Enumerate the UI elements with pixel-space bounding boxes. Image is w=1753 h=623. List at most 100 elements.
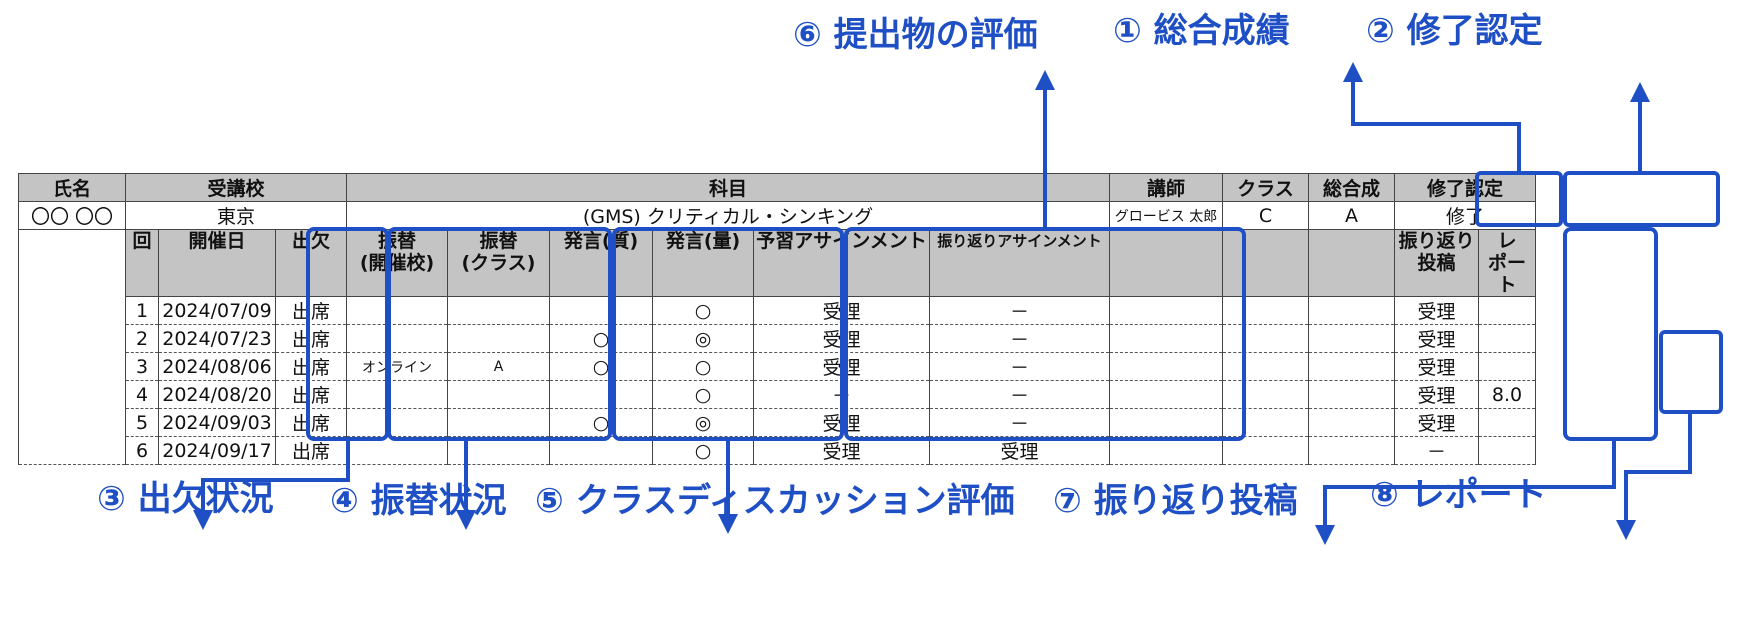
cell-blank [1308,380,1395,409]
cell-remark-quality: ○ [549,352,653,381]
cell-blank [1308,324,1395,353]
cell-blank [1222,296,1309,325]
box-reflection-post [1563,227,1658,441]
table-row: 4 2024/08/20 出席 ○ － － 受理 8.0 [19,380,1536,409]
arrow-report [1616,412,1692,540]
class-value: C [1222,201,1309,230]
cell-remark-quantity: ○ [652,380,754,409]
col-report: レ ポート [1478,229,1536,297]
cell-transfer-class [447,296,550,325]
cell-remark-quality [549,436,653,465]
cell-date: 2024/08/20 [158,380,276,409]
cell-remark-quantity: ○ [652,436,754,465]
cell-transfer-school: オンライン [346,352,448,381]
subject-value: (GMS) クリティカル・シンキング [346,201,1110,230]
cell-remark-quantity: ○ [652,352,754,381]
cell-date: 2024/07/23 [158,324,276,353]
cell-blank [1308,296,1395,325]
cell-report [1478,324,1536,353]
cell-remark-quality [549,296,653,325]
header-subject: 科目 [346,173,1110,202]
cell-reflection-post: 受理 [1394,324,1479,353]
cell-transfer-school [346,380,448,409]
cell-review: － [929,380,1110,409]
cell-blank [1109,296,1223,325]
cell-prep: 受理 [753,324,930,353]
cell-prep: 受理 [753,296,930,325]
info-row: 〇〇 〇〇 東京 (GMS) クリティカル・シンキング グロービス 太郎 C A… [18,201,1536,230]
cell-blank [1222,380,1309,409]
col-date: 開催日 [158,229,276,297]
cell-blank [1308,436,1395,465]
table-row: 6 2024/09/17 出席 ○ 受理 受理 － [19,436,1536,465]
box-report [1659,330,1723,414]
name-spacer [18,229,126,465]
col-remark-quantity: 発言(量) [652,229,754,297]
cell-report: 8.0 [1478,380,1536,409]
col-attendance: 出欠 [275,229,347,297]
cell-review: － [929,408,1110,437]
cell-blank [1109,324,1223,353]
cell-prep: 受理 [753,408,930,437]
cell-blank [1222,408,1309,437]
cell-remark-quality: ○ [549,408,653,437]
column-header-row: 回 開催日 出欠 振替 (開催校) 振替 (クラス) 発言(質) 発言(量) 予… [18,229,1536,465]
table-row: 1 2024/07/09 出席 ○ 受理 － 受理 [19,296,1536,325]
cell-transfer-class [447,436,550,465]
cell-review: － [929,296,1110,325]
cell-prep: 受理 [753,436,930,465]
callout-attendance: ③ 出欠状況 [97,479,274,519]
col-blank-1 [1109,229,1223,297]
cell-remark-quality: ○ [549,324,653,353]
cell-review: － [929,324,1110,353]
table-row: 2 2024/07/23 出席 ○ ◎ 受理 － 受理 [19,324,1536,353]
cell-session: 1 [125,296,159,325]
cell-prep: － [753,380,930,409]
cell-remark-quality [549,380,653,409]
cell-reflection-post: － [1394,436,1479,465]
cell-blank [1222,352,1309,381]
cell-report [1478,408,1536,437]
callout-transfer: ④ 振替状況 [330,481,507,521]
table-row: 3 2024/08/06 出席 オンライン A ○ ○ 受理 － 受理 [19,352,1536,381]
school-value: 東京 [125,201,347,230]
col-transfer-class: 振替 (クラス) [447,229,550,297]
cell-blank [1222,324,1309,353]
header-row: 氏名 受講校 科目 講師 クラス 総合成 修了認定 [18,173,1536,202]
cell-reflection-post: 受理 [1394,352,1479,381]
cell-transfer-school [346,296,448,325]
grade-table: 氏名 受講校 科目 講師 クラス 総合成 修了認定 〇〇 〇〇 東京 (GMS)… [18,173,1536,465]
cell-blank [1308,352,1395,381]
callout-class-discussion: ⑤ クラスディスカッション評価 [535,481,1015,521]
cell-blank [1222,436,1309,465]
col-transfer-school: 振替 (開催校) [346,229,448,297]
cell-remark-quantity: ◎ [652,408,754,437]
cell-report [1478,352,1536,381]
header-completion: 修了認定 [1394,173,1536,202]
box-completion [1563,171,1720,227]
cell-review: 受理 [929,436,1110,465]
cell-remark-quantity: ○ [652,296,754,325]
col-blank-3 [1308,229,1395,297]
cell-prep: 受理 [753,352,930,381]
cell-blank [1109,436,1223,465]
cell-attendance: 出席 [275,352,347,381]
cell-report [1478,296,1536,325]
cell-session: 4 [125,380,159,409]
cell-blank [1308,408,1395,437]
col-remark-quality: 発言(質) [549,229,653,297]
col-review-assignment: 振り返りアサインメント [929,229,1110,297]
cell-attendance: 出席 [275,380,347,409]
instructor-value: グロービス 太郎 [1109,201,1223,230]
cell-transfer-class: A [447,352,550,381]
cell-attendance: 出席 [275,408,347,437]
student-name: 〇〇 〇〇 [18,201,126,230]
header-instructor: 講師 [1109,173,1223,202]
cell-reflection-post: 受理 [1394,408,1479,437]
col-prep-assignment: 予習アサインメント [753,229,930,297]
cell-session: 6 [125,436,159,465]
col-reflection-post: 振り返り 投稿 [1394,229,1479,297]
cell-attendance: 出席 [275,436,347,465]
cell-transfer-school [346,436,448,465]
cell-session: 3 [125,352,159,381]
